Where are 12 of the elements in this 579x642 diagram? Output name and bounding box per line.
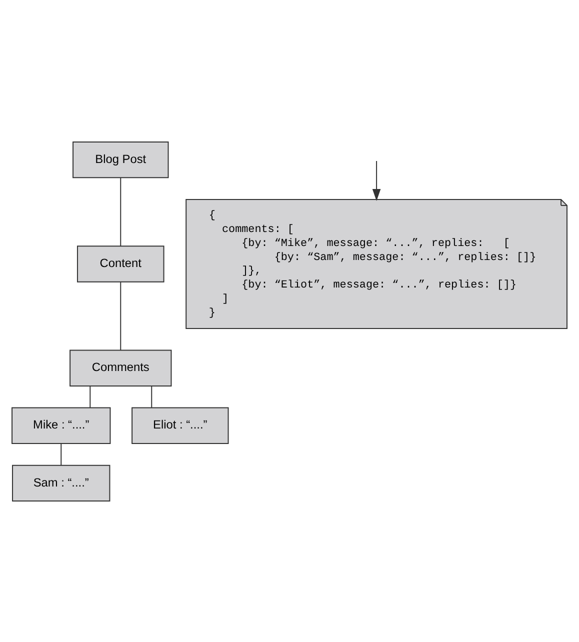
node-box: Mike : “....” xyxy=(12,406,111,444)
connector xyxy=(151,385,152,408)
connector xyxy=(120,176,122,246)
node-box: Blog Post xyxy=(72,140,169,178)
node-box: Sam : “....” xyxy=(12,464,110,502)
connector xyxy=(120,281,122,350)
connector xyxy=(90,385,91,408)
arrow xyxy=(372,160,381,200)
node-box: Comments xyxy=(70,349,172,386)
connector xyxy=(60,442,62,466)
node-box: Eliot : “....” xyxy=(132,406,229,444)
node-box: Content xyxy=(77,245,164,282)
